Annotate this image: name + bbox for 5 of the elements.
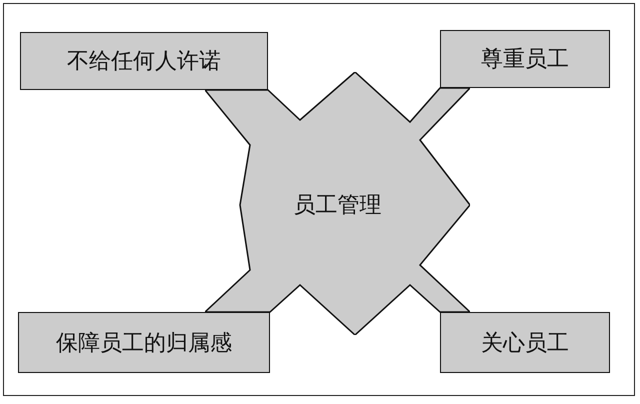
text-box: 关心员工 xyxy=(440,312,610,373)
text-box: 不给任何人许诺 xyxy=(20,32,268,90)
text-box: 保障员工的归属感 xyxy=(18,312,270,373)
center-label: 员工管理 xyxy=(292,192,382,220)
text-box: 尊重员工 xyxy=(440,30,610,88)
